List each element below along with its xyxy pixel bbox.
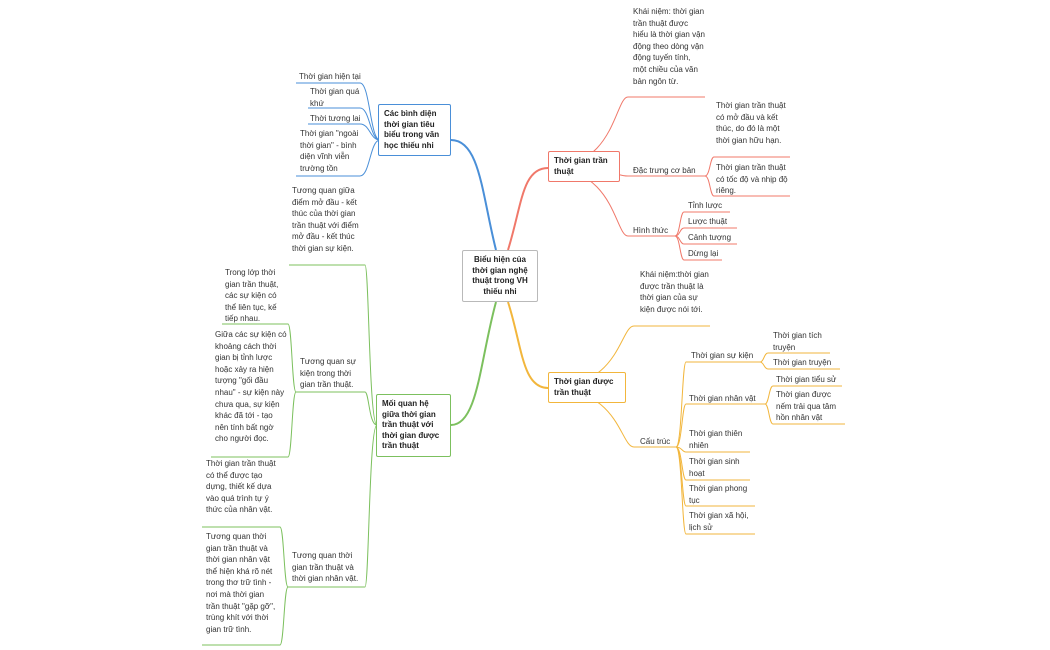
trunk-red [507,167,549,251]
blue-ngoai-thoi-gian[interactable]: Thời gian "ngoài thời gian" - bình diện … [300,129,359,173]
red-branch-lines [547,96,790,261]
trunk-green [450,301,497,426]
red-ht-tinh-luoc[interactable]: Tỉnh lược [688,201,723,210]
root-node[interactable]: Biểu hiện của thời gian nghệ thuật trong… [462,250,538,302]
node-thoi-gian-duoc-tran-thuat[interactable]: Thời gian được trần thuật [548,372,626,403]
orange-sinh-hoat[interactable]: Thời gian sinh hoạt [689,457,740,478]
orange-thien-nhien[interactable]: Thời gian thiên nhiên [689,429,743,450]
orange-phong-tuc[interactable]: Thời gian phong tục [689,484,748,505]
red-ht-canh-tuong[interactable]: Cảnh tượng [688,233,732,242]
red-ht-luoc-thuat[interactable]: Lược thuật [688,217,728,226]
red-dac-trung-1[interactable]: Thời gian trần thuật có mở đầu và kết th… [716,101,786,145]
green-tuong-quan-nhan-vat[interactable]: Tương quan thời gian trần thuật và thời … [292,551,359,584]
red-khai-niem[interactable]: Khái niệm: thời gian trần thuật được hiể… [633,7,705,86]
blue-qua-khu[interactable]: Thời gian quá khứ [310,87,360,108]
green-tho-tru-tinh[interactable]: Tương quan thời gian trần thuật và thời … [206,532,276,634]
orange-tich-truyen[interactable]: Thời gian tích truyện [773,331,822,352]
blue-tuong-lai[interactable]: Thời tương lai [310,114,361,123]
trunk-blue [450,139,497,251]
node-moi-quan-he[interactable]: Mối quan hệ giữa thời gian trần thuật vớ… [376,394,451,457]
orange-nem-trai[interactable]: Thời gian được nếm trải qua tâm hồn nhân… [776,390,837,423]
orange-khai-niem[interactable]: Khái niệm:thời gian được trần thuật là t… [640,270,709,314]
green-branch-lines [202,264,378,646]
green-tu-y-thuc[interactable]: Thời gian trần thuật có thể được tạo dựn… [206,459,276,515]
blue-branch-lines [296,82,381,177]
orange-tieu-su[interactable]: Thời gian tiểu sử [776,375,837,384]
orange-cau-truc[interactable]: Cấu trúc [640,437,671,446]
orange-nhan-vat[interactable]: Thời gian nhân vật [689,394,756,403]
orange-truyen[interactable]: Thời gian truyện [773,358,832,367]
red-hinh-thuc[interactable]: Hình thức [633,226,669,235]
green-diem-mo-dau[interactable]: Tương quan giữa điểm mở đầu - kết thúc c… [292,186,359,253]
blue-hien-tai[interactable]: Thời gian hiện tại [299,72,361,81]
green-su-kien-lien-tuc[interactable]: Trong lớp thời gian trần thuật, các sự k… [225,268,279,324]
trunk-orange [507,301,549,389]
node-thoi-gian-tran-thuat[interactable]: Thời gian trần thuật [548,151,620,182]
red-dac-trung-2[interactable]: Thời gian trần thuật có tốc độ và nhịp đ… [716,163,788,196]
orange-xa-hoi[interactable]: Thời gian xã hội, lịch sử [689,511,749,532]
orange-su-kien[interactable]: Thời gian sự kiện [691,351,754,360]
green-tuong-quan-su-kien[interactable]: Tương quan sự kiện trong thời gian trần … [300,357,356,390]
green-su-kien-goi-dau[interactable]: Giữa các sự kiện có khoảng cách thời gia… [215,330,287,444]
red-ht-dung-lai[interactable]: Dừng lại [688,249,719,258]
red-dac-trung[interactable]: Đặc trưng cơ bản [633,166,696,175]
node-cac-binh-dien-thoi-gian[interactable]: Các bình diện thời gian tiêu biểu trong … [378,104,451,156]
